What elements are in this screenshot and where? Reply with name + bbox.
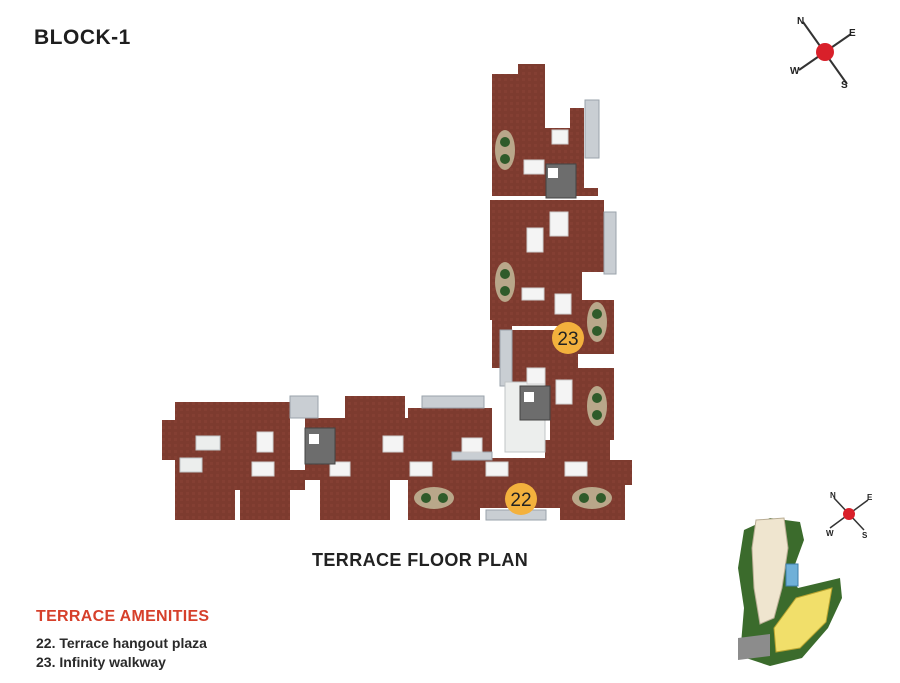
planter-group <box>572 487 612 509</box>
planter-group <box>495 262 515 302</box>
amenities-title: TERRACE AMENITIES <box>36 608 210 625</box>
plan-caption: TERRACE FLOOR PLAN <box>312 550 529 570</box>
planter-group <box>414 487 454 509</box>
site-key-map: N E S W <box>738 491 873 666</box>
compass-icon: N E S W <box>790 16 856 91</box>
small-compass-n-label: N <box>830 491 836 500</box>
compass-e-label: E <box>849 28 856 39</box>
small-compass-w-label: W <box>826 529 834 538</box>
block-title: BLOCK-1 <box>34 26 131 49</box>
compass-n-label: N <box>797 16 804 27</box>
small-compass-s-label: S <box>862 531 868 540</box>
planter-group <box>587 302 607 342</box>
amenity-item: 23. Infinity walkway <box>36 654 166 670</box>
planter-group <box>495 130 515 170</box>
marker-22-label: 22 <box>510 490 531 511</box>
amenity-item: 22. Terrace hangout plaza <box>36 635 207 651</box>
skylights <box>251 129 588 477</box>
planters <box>414 130 612 509</box>
small-compass-icon: N E S W <box>826 491 873 540</box>
compass-w-label: W <box>790 66 800 77</box>
terrace-floor-plan: 22 23 <box>162 64 632 521</box>
planter-group <box>587 386 607 426</box>
stair-cores <box>304 163 577 465</box>
amenities-list: 22. Terrace hangout plaza 23. Infinity w… <box>36 634 207 672</box>
compass-s-label: S <box>841 80 848 91</box>
small-compass-e-label: E <box>867 493 873 502</box>
amenity-marker-23: 23 <box>552 322 584 354</box>
marker-23-label: 23 <box>557 329 578 350</box>
amenity-marker-22: 22 <box>505 483 537 515</box>
